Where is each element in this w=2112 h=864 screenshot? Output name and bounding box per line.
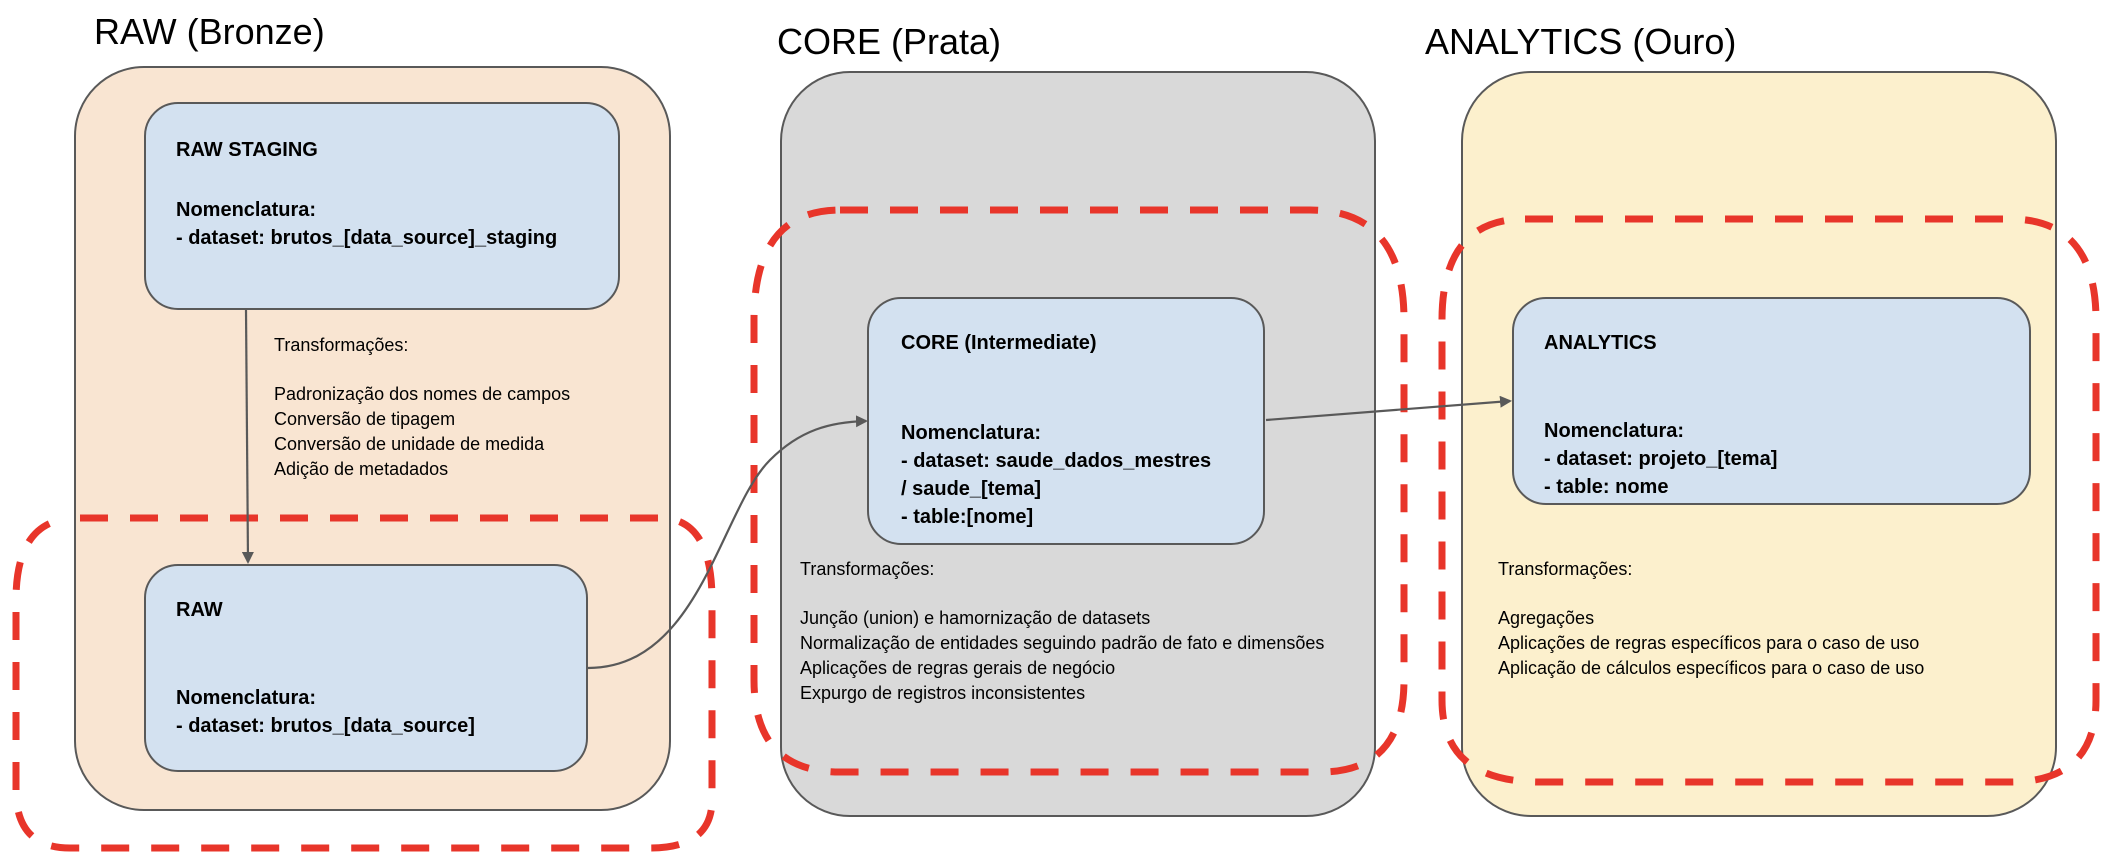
naming-line: - table:[nome] [901,506,1034,528]
transformation-item: Junção (union) e hamornização de dataset… [800,608,1151,628]
node-core-intermediate[interactable]: CORE (Intermediate) Nomenclatura: - data… [867,297,1265,545]
node-title: CORE (Intermediate) [901,332,1097,354]
naming-line: - dataset: brutos_[data_source] [176,715,475,737]
naming-line: - table: nome [1544,476,1669,498]
naming-line: - dataset: projeto_[tema] [1544,448,1778,470]
node-title: ANALYTICS [1544,332,1657,354]
layer-title-core: CORE (Prata) [777,21,1002,62]
transformation-item: Conversão de tipagem [274,409,456,429]
node-title: RAW [176,599,223,621]
transformation-item: Aplicações de regras gerais de negócio [800,658,1116,678]
layer-title-analytics: ANALYTICS (Ouro) [1425,21,1737,62]
transformations-label-raw: Transformações: [274,335,409,355]
naming-label: Nomenclatura: [901,422,1042,444]
transformation-item: Aplicação de cálculos específicos para o… [1498,658,1925,678]
transformation-item: Aplicações de regras específicos para o … [1498,633,1920,653]
naming-line: / saude_[tema] [901,478,1042,500]
transformation-item: Conversão de unidade de medida [274,434,545,454]
naming-label: Nomenclatura: [176,687,317,709]
naming-line: - dataset: brutos_[data_source]_staging [176,227,558,249]
transformation-item: Agregações [1498,608,1595,628]
node-raw-staging[interactable]: RAW STAGING Nomenclatura: - dataset: bru… [144,102,620,310]
transformation-item: Padronização dos nomes de campos [274,384,571,404]
transformation-item: Normalização de entidades seguindo padrã… [800,633,1325,653]
node-title: RAW STAGING [176,139,318,161]
layer-title-raw: RAW (Bronze) [94,11,325,52]
transformations-label-analytics: Transformações: [1498,559,1633,579]
naming-label: Nomenclatura: [176,199,317,221]
naming-line: - dataset: saude_dados_mestres [901,450,1212,472]
transformation-item: Expurgo de registros inconsistentes [800,683,1086,703]
node-raw[interactable]: RAW Nomenclatura: - dataset: brutos_[dat… [144,564,588,772]
naming-label: Nomenclatura: [1544,420,1685,442]
node-analytics[interactable]: ANALYTICS Nomenclatura: - dataset: proje… [1512,297,2031,505]
transformations-label-core: Transformações: [800,559,935,579]
transformation-item: Adição de metadados [274,459,449,479]
